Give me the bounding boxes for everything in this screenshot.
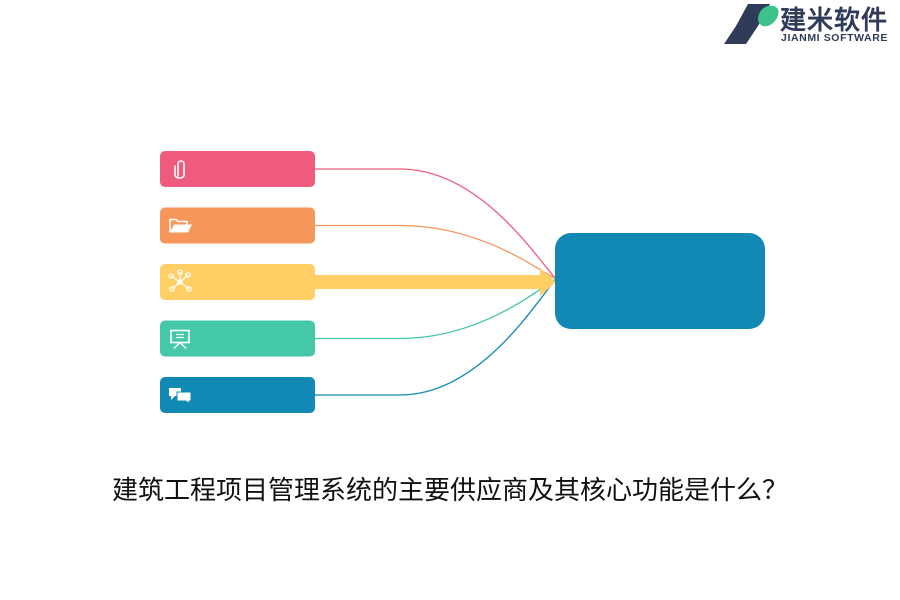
jianmi-logo-mark xyxy=(724,4,779,44)
target-box xyxy=(555,233,765,329)
source-box xyxy=(160,320,315,357)
connector-lines xyxy=(315,168,557,396)
connector-line xyxy=(315,278,557,396)
source-box xyxy=(160,264,315,300)
source-box xyxy=(160,377,315,413)
logo-name-en: JIANMI SOFTWARE xyxy=(781,32,889,44)
page-caption: 建筑工程项目管理系统的主要供应商及其核心功能是什么？ xyxy=(111,476,788,506)
presentation-board-icon xyxy=(170,329,190,349)
source-box xyxy=(160,151,315,187)
network-icon xyxy=(168,269,192,292)
connector-line xyxy=(315,224,557,280)
source-box xyxy=(160,207,315,244)
paperclip-icon xyxy=(174,160,185,179)
main-arrow xyxy=(315,268,556,296)
chat-bubbles-icon xyxy=(169,388,192,406)
arrow-shaft xyxy=(315,275,545,289)
source-boxes xyxy=(160,151,315,413)
arrow-head xyxy=(540,268,556,296)
folder-open-icon xyxy=(169,218,192,233)
connector-line xyxy=(315,168,557,280)
logo-name-cn: 建米软件 xyxy=(780,6,889,36)
